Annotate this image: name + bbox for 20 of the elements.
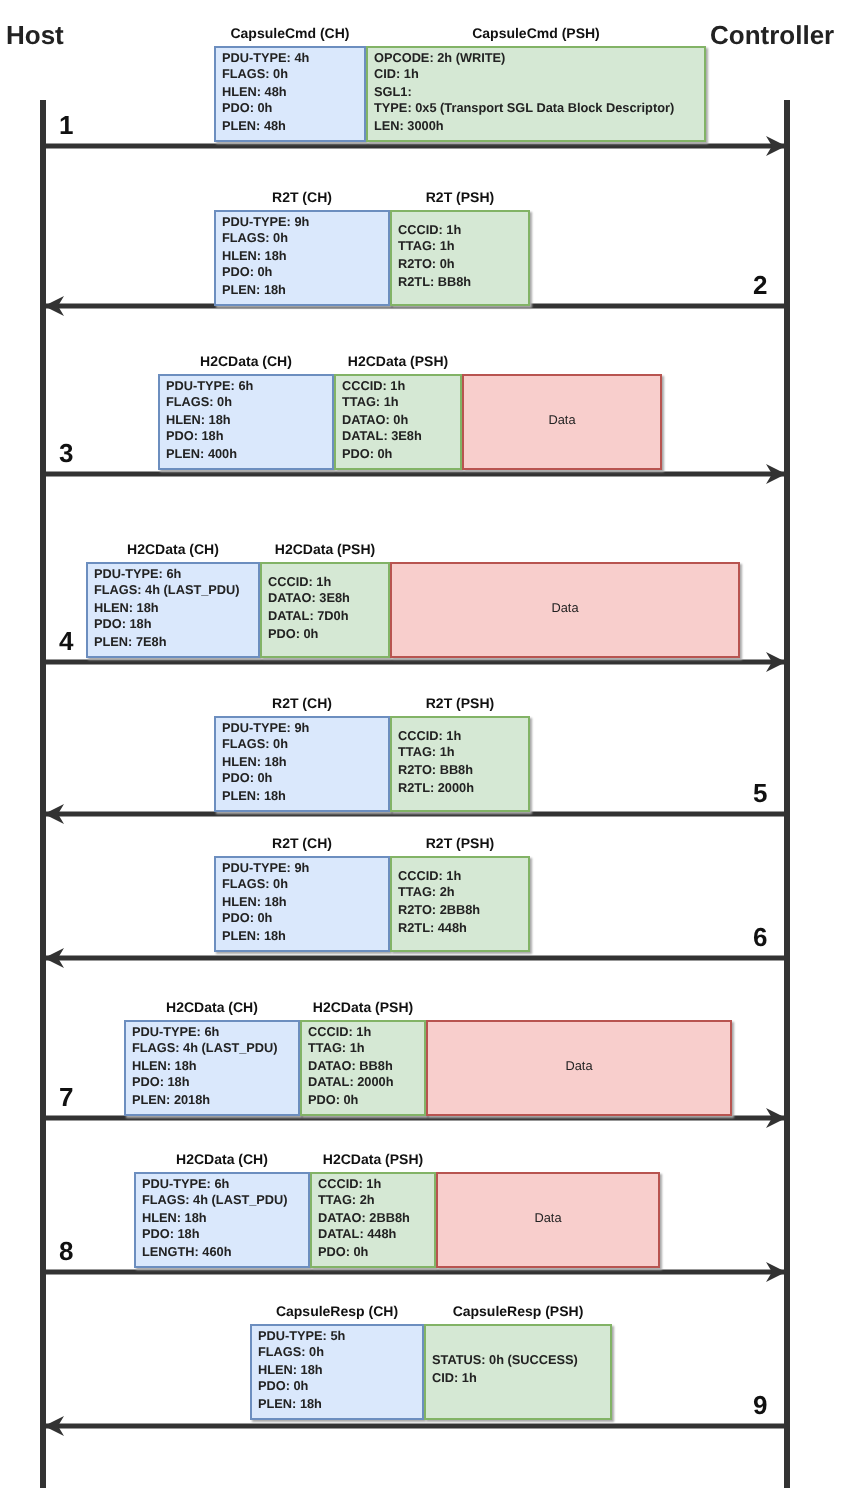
participant-title: Host [6,20,64,50]
step-number: 6 [751,924,770,952]
message-arrow [44,1416,784,1436]
message-arrow [44,804,784,824]
step-number: 4 [57,628,76,656]
message-arrow [46,1108,786,1128]
message-arrow [46,464,786,484]
step-number: 8 [57,1238,76,1266]
step-number: 5 [751,780,770,808]
step-number: 2 [751,272,770,300]
participant-title: Controller [710,20,835,50]
message-arrow [46,1262,786,1282]
step-number: 3 [57,440,76,468]
step-number: 9 [751,1392,770,1420]
step-number: 1 [57,112,76,140]
step-number: 7 [57,1084,76,1112]
message-arrow [44,948,784,968]
message-arrow [44,296,784,316]
message-arrow [46,136,786,156]
message-arrow [46,652,786,672]
